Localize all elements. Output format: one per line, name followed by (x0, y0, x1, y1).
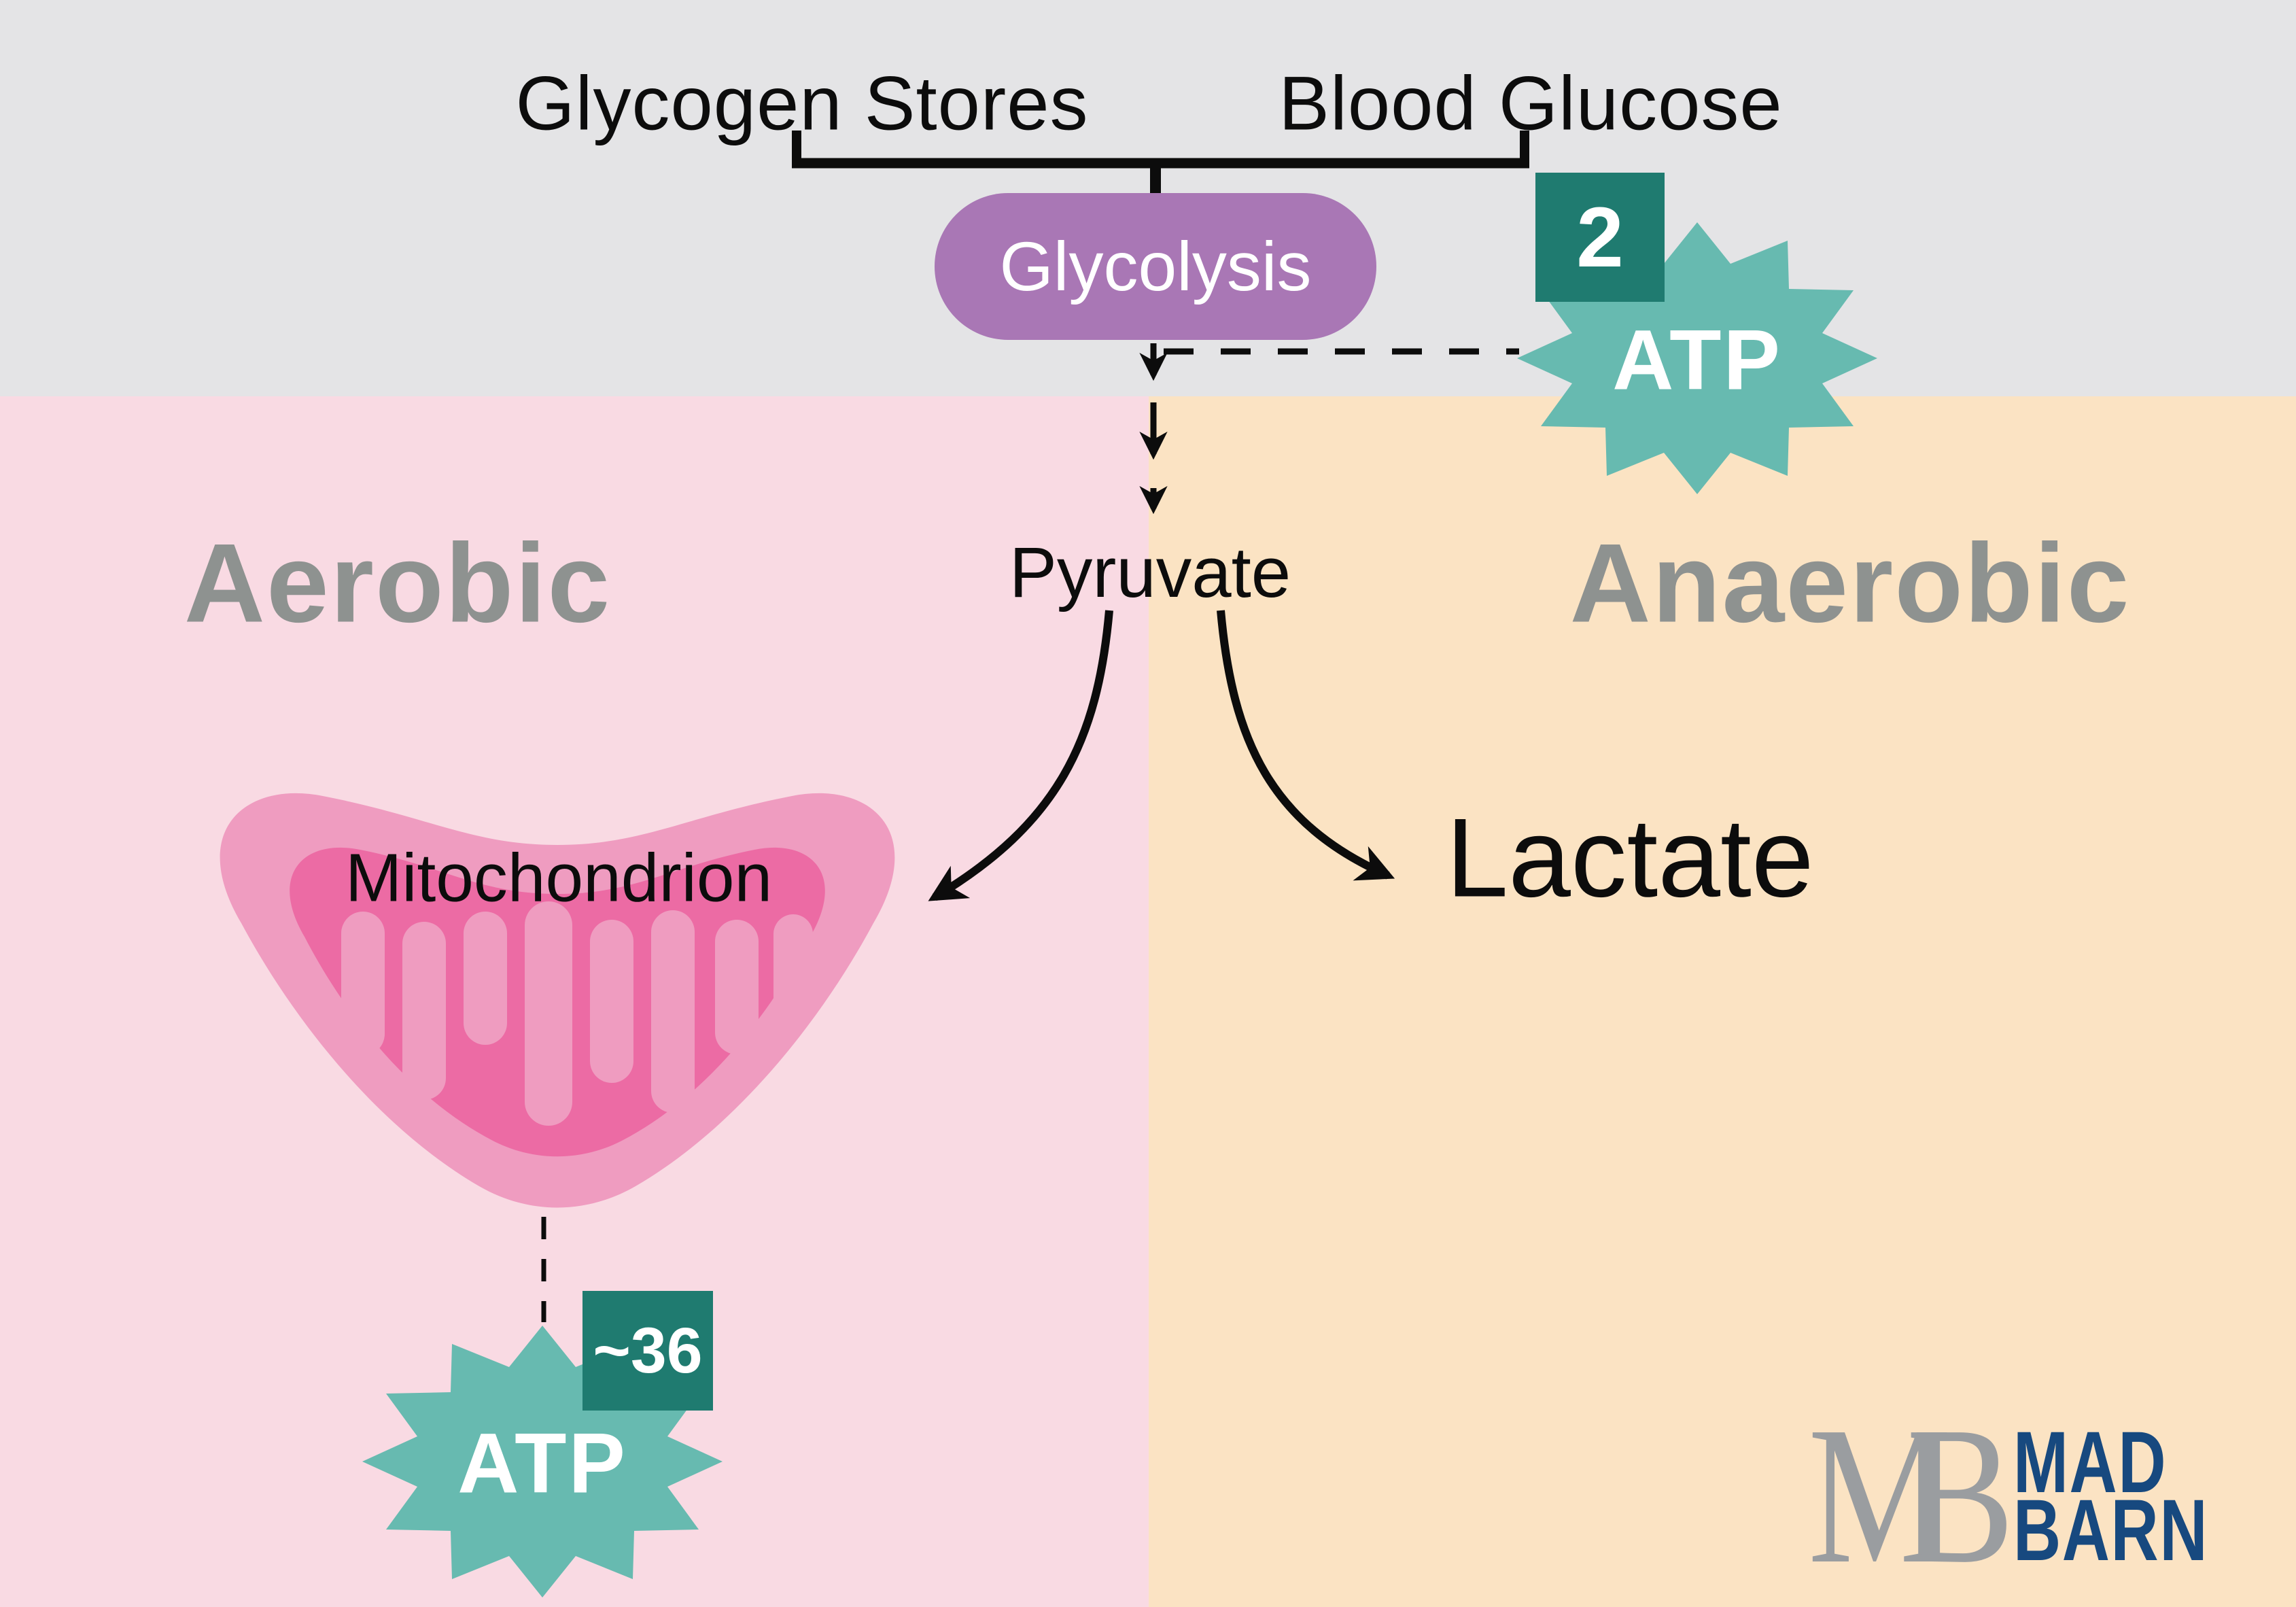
atp-aerobic-count-badge: ~36 (582, 1291, 713, 1411)
madbarn-word-mad: MAD (2013, 1414, 2168, 1511)
madbarn-word-barn: BARN (2013, 1482, 2209, 1579)
blood-glucose-label: Blood Glucose (1279, 61, 1783, 146)
lactate-label: Lactate (1446, 795, 1814, 920)
mitochondrion-label: Mitochondrion (345, 840, 773, 916)
anaerobic-zone-background (1149, 396, 2296, 1607)
atp-glycolysis-count-badge: 2 (1535, 173, 1665, 302)
anaerobic-zone-label: Anaerobic (1569, 520, 2131, 646)
atp-aerobic-label: ATP (457, 1416, 627, 1511)
atp-aerobic-count: ~36 (593, 1314, 703, 1387)
atp-glycolysis-count: 2 (1576, 190, 1624, 285)
glycolysis-label: Glycolysis (999, 227, 1312, 305)
glycogen-stores-label: Glycogen Stores (515, 61, 1089, 146)
glycolysis-node: Glycolysis (935, 193, 1376, 340)
aerobic-zone-label: Aerobic (184, 520, 612, 646)
pyruvate-label: Pyruvate (1009, 533, 1291, 612)
madbarn-wordmark: MAD BARN (2013, 1414, 2209, 1579)
atp-glycolysis-label: ATP (1612, 313, 1782, 408)
madbarn-monogram: MB (1808, 1386, 2014, 1604)
